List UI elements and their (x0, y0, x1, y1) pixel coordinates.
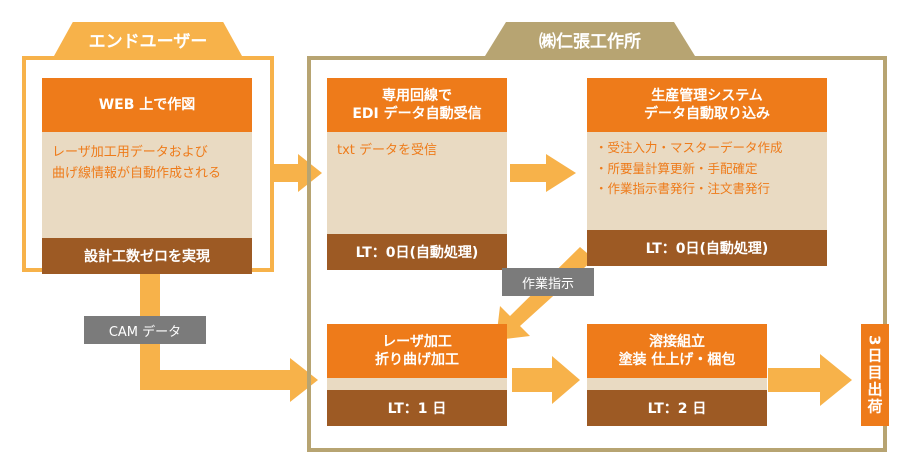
weld-box-divider (587, 378, 767, 390)
edi-box-body: txt データを受信 (327, 132, 507, 234)
production-system-box: 生産管理システム データ自動取り込み ・受注入力・マスターデータ作成 ・所要量計… (587, 78, 827, 266)
arrow-weld-to-ship (768, 354, 852, 406)
arrow-laser-to-weld (512, 356, 580, 404)
edi-box-footer: LT：0日(自動処理) (327, 234, 507, 270)
laser-box: レーザ加工 折り曲げ加工 LT：1 日 (327, 324, 507, 426)
laser-box-footer: LT：1 日 (327, 390, 507, 426)
web-box-title: WEB 上で作図 (42, 78, 252, 132)
weld-box-title: 溶接組立 塗装 仕上げ・梱包 (587, 324, 767, 378)
ship-day-badge: 3日目出荷 (861, 324, 889, 426)
production-box-body: ・受注入力・マスターデータ作成 ・所要量計算更新・手配確定 ・作業指示書発行・注… (587, 132, 827, 230)
company-tab: ㈱仁張工作所 (485, 22, 695, 56)
web-box: WEB 上で作図 レーザ加工用データおよび 曲げ線情報が自動作成される 設計工数… (42, 78, 252, 274)
weld-box: 溶接組立 塗装 仕上げ・梱包 LT：2 日 (587, 324, 767, 426)
edi-box-title: 専用回線で EDI データ自動受信 (327, 78, 507, 132)
production-box-title: 生産管理システム データ自動取り込み (587, 78, 827, 132)
company-frame (307, 56, 887, 452)
arrow-cam-to-laser (140, 272, 318, 402)
edi-box: 専用回線で EDI データ自動受信 txt データを受信 LT：0日(自動処理) (327, 78, 507, 270)
web-box-footer: 設計工数ゼロを実現 (42, 238, 252, 274)
work-order-label: 作業指示 (502, 268, 594, 296)
laser-box-title: レーザ加工 折り曲げ加工 (327, 324, 507, 378)
end-user-tab: エンドユーザー (54, 22, 242, 56)
arrow-edi-to-prod (510, 154, 576, 192)
laser-box-divider (327, 378, 507, 390)
weld-box-footer: LT：2 日 (587, 390, 767, 426)
production-box-footer: LT：0日(自動処理) (587, 230, 827, 266)
web-box-body: レーザ加工用データおよび 曲げ線情報が自動作成される (42, 132, 252, 238)
cam-data-label: CAM データ (84, 316, 206, 344)
